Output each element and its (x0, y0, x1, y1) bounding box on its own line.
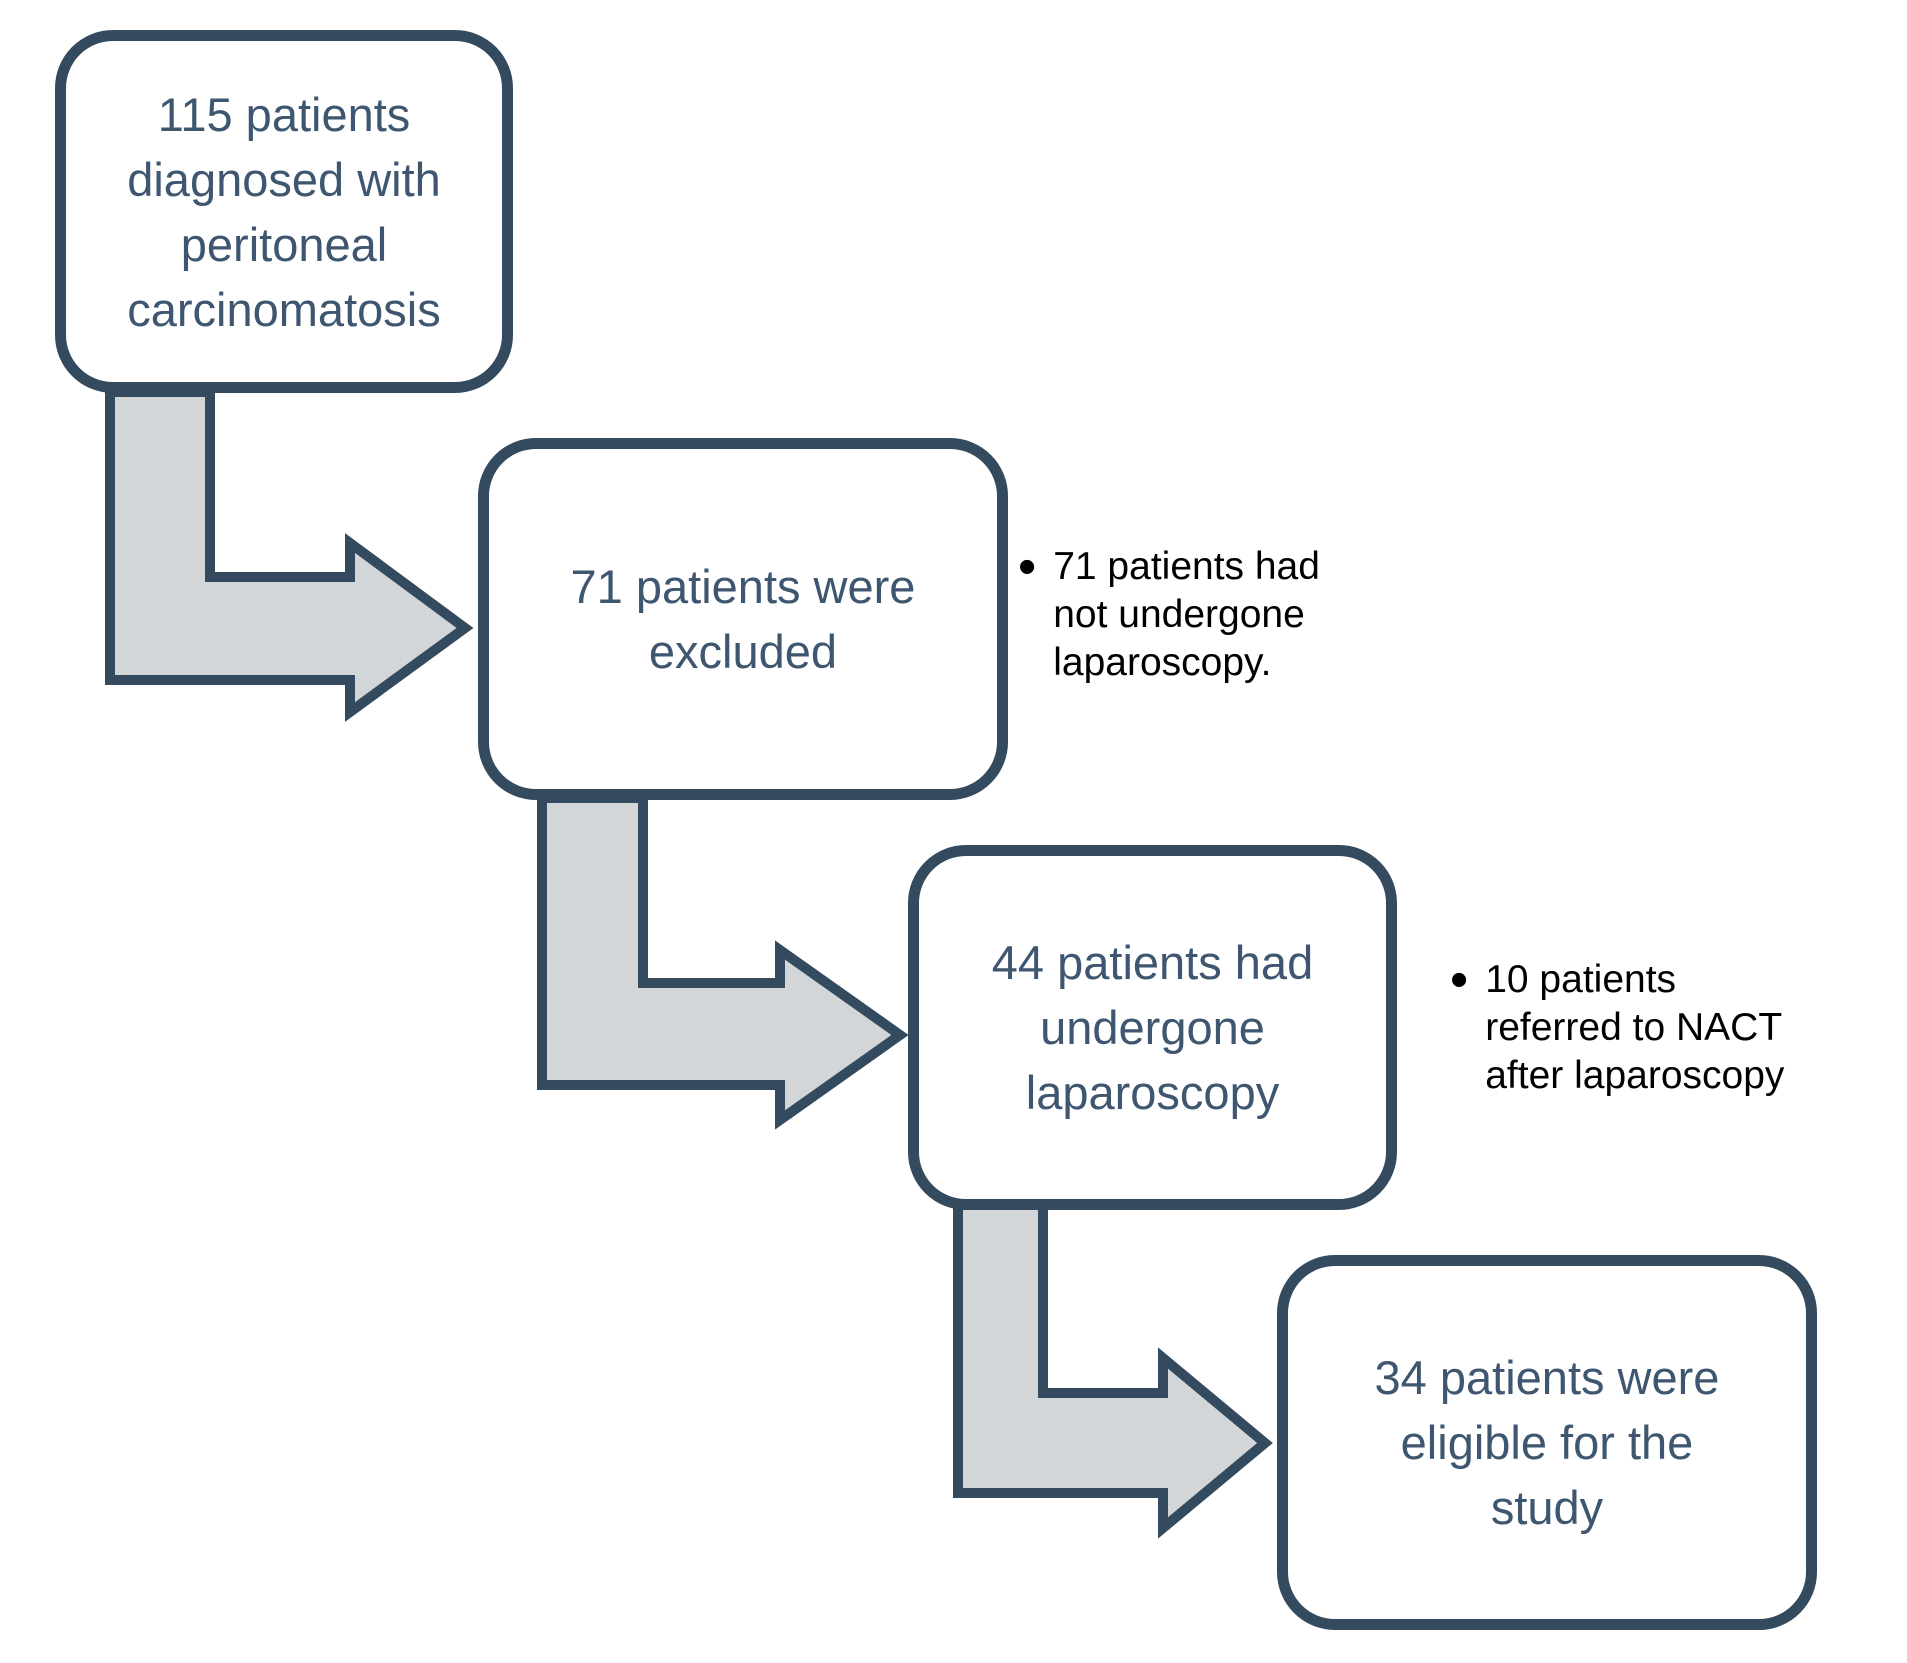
flow-node-diagnosed: 115 patients diagnosed with peritoneal c… (55, 30, 513, 393)
flow-node-eligible-label: 34 patients were eligible for the study (1375, 1345, 1720, 1540)
flow-node-laparoscopy-label: 44 patients had undergone laparoscopy (992, 930, 1313, 1125)
annotation-line: referred to NACT (1485, 1006, 1783, 1049)
flow-node-laparoscopy: 44 patients had undergone laparoscopy (908, 845, 1397, 1210)
flow-node-eligible: 34 patients were eligible for the study (1277, 1255, 1817, 1630)
annotation-line: not undergone (1053, 593, 1305, 636)
node-text-line: 115 patients (157, 87, 411, 141)
annotation-nact-referral-text: 10 patients referred to NACT after lapar… (1485, 956, 1784, 1100)
node-text-line: study (1490, 1481, 1604, 1534)
node-text-line: carcinomatosis (127, 282, 441, 336)
node-text-line: diagnosed with (127, 152, 441, 206)
bent-arrow-connector-1 (105, 387, 474, 722)
annotation-line: laparoscopy. (1053, 641, 1272, 684)
node-text-line: laparoscopy (1025, 1066, 1280, 1119)
annotation-line: after laparoscopy (1485, 1054, 1785, 1097)
node-text-line: 71 patients were (570, 560, 916, 613)
bent-arrow-connector-2 (537, 793, 909, 1130)
node-text-line: peritoneal (180, 217, 388, 271)
node-text-line: undergone (1040, 1001, 1265, 1054)
annotation-exclusion-reason-text: 71 patients had not undergone laparoscop… (1053, 543, 1320, 687)
bullet-marker-icon: • (1450, 951, 1469, 1009)
annotation-line: 71 patients had (1053, 545, 1320, 588)
annotation-nact-referral: • 10 patients referred to NACT after lap… (1450, 951, 1784, 1100)
flow-node-diagnosed-label: 115 patients diagnosed with peritoneal c… (127, 82, 441, 342)
node-text-line: 34 patients were (1374, 1351, 1720, 1404)
bullet-marker-icon: • (1018, 538, 1037, 596)
annotation-line: 10 patients (1485, 958, 1677, 1001)
node-text-line: 44 patients had (991, 936, 1314, 989)
bent-arrow-connector-3 (953, 1200, 1273, 1539)
node-text-line: eligible for the (1400, 1416, 1694, 1469)
flow-node-excluded-label: 71 patients were excluded (571, 554, 916, 684)
flow-node-excluded: 71 patients were excluded (478, 438, 1008, 800)
annotation-exclusion-reason: • 71 patients had not undergone laparosc… (1018, 538, 1320, 687)
node-text-line: excluded (648, 625, 838, 678)
